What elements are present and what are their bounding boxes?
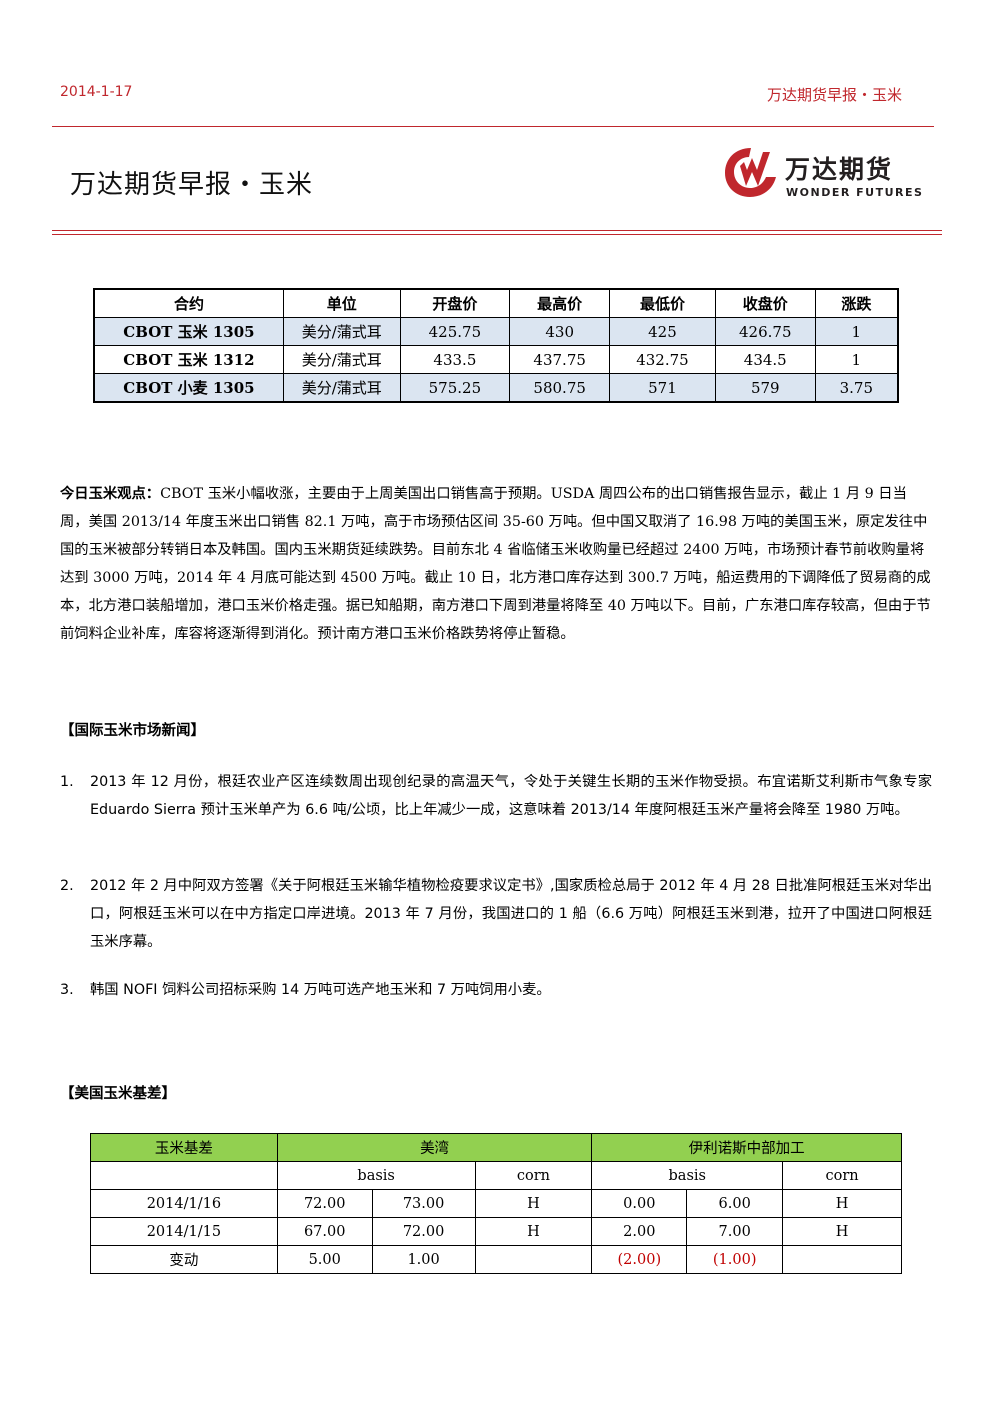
price-table: 合约 单位 开盘价 最高价 最低价 收盘价 涨跌 CBOT 玉米 1305 美分… xyxy=(93,288,899,403)
table-row: CBOT 玉米 1305 美分/蒲式耳 425.75 430 425 426.7… xyxy=(93,317,899,346)
market-view-body: CBOT 玉米小幅收涨，主要由于上周美国出口销售高于预期。USDA 周四公布的出… xyxy=(60,486,931,642)
table-cell: 变动 xyxy=(90,1245,278,1274)
news-item: 2. 2012 年 2 月中阿双方签署《关于阿根廷玉米输华植物检疫要求议定书》,… xyxy=(60,872,932,956)
news-item-number: 3. xyxy=(60,982,74,998)
table-header: 最高价 xyxy=(509,288,611,318)
table-cell: 美分/蒲式耳 xyxy=(282,345,401,374)
news-item-text: 韩国 NOFI 饲料公司招标采购 14 万吨可选产地玉米和 7 万吨饲用小麦。 xyxy=(90,982,551,998)
title-divider-top xyxy=(52,230,942,231)
basis-subheader-row: basis corn basis corn xyxy=(90,1161,902,1190)
table-cell: 432.75 xyxy=(609,345,716,374)
news-item-number: 2. xyxy=(60,878,74,894)
table-cell: 1.00 xyxy=(371,1245,476,1274)
table-cell: 67.00 xyxy=(276,1217,373,1246)
table-row: 2014/1/16 72.00 73.00 H 0.00 6.00 H xyxy=(90,1189,902,1218)
table-cell: CBOT 玉米 1305 xyxy=(93,317,284,346)
table-cell: 美分/蒲式耳 xyxy=(282,373,401,403)
news-item: 3. 韩国 NOFI 饲料公司招标采购 14 万吨可选产地玉米和 7 万吨饲用小… xyxy=(60,976,932,1004)
table-cell: 3.75 xyxy=(814,373,899,403)
table-cell: 6.00 xyxy=(686,1189,784,1218)
table-cell: 425 xyxy=(609,317,716,346)
title-divider-bottom xyxy=(52,234,942,235)
table-cell: 2.00 xyxy=(591,1217,688,1246)
price-table-header-row: 合约 单位 开盘价 最高价 最低价 收盘价 涨跌 xyxy=(93,288,899,318)
table-cell: 434.5 xyxy=(714,345,816,374)
table-cell: 美分/蒲式耳 xyxy=(282,317,401,346)
news-item-number: 1. xyxy=(60,774,74,790)
table-cell: 437.75 xyxy=(509,345,611,374)
table-cell xyxy=(474,1245,593,1274)
market-view-lead: 今日玉米观点： xyxy=(60,486,161,502)
logo-chinese-name: 万达期货 xyxy=(785,155,894,184)
table-row: 变动 5.00 1.00 (2.00) (1.00) xyxy=(90,1245,902,1274)
table-cell: 7.00 xyxy=(686,1217,784,1246)
table-cell: 72.00 xyxy=(276,1189,373,1218)
header-report-title: 万达期货早报・玉米 xyxy=(766,86,902,104)
table-cell: 1 xyxy=(814,317,899,346)
table-header: 涨跌 xyxy=(814,288,899,318)
table-cell: 2014/1/16 xyxy=(90,1189,278,1218)
news-section-heading: 【国际玉米市场新闻】 xyxy=(60,723,205,739)
table-cell: 5.00 xyxy=(276,1245,373,1274)
table-cell xyxy=(782,1245,902,1274)
table-header: basis xyxy=(591,1161,784,1190)
table-row: 2014/1/15 67.00 72.00 H 2.00 7.00 H xyxy=(90,1217,902,1246)
table-header: 开盘价 xyxy=(399,288,511,318)
table-header: 单位 xyxy=(282,288,401,318)
page-title: 万达期货早报・玉米 xyxy=(70,170,314,200)
report-date: 2014-1-17 xyxy=(60,84,133,100)
table-cell: 575.25 xyxy=(399,373,511,403)
table-cell: 2014/1/15 xyxy=(90,1217,278,1246)
table-cell: 580.75 xyxy=(509,373,611,403)
table-header: corn xyxy=(782,1161,902,1190)
table-cell: 571 xyxy=(609,373,716,403)
table-cell: CBOT 玉米 1312 xyxy=(93,345,284,374)
table-header: 玉米基差 xyxy=(90,1133,278,1162)
news-item: 1. 2013 年 12 月份，根廷农业产区连续数周出现创纪录的高温天气，令处于… xyxy=(60,768,932,824)
basis-section-heading: 【美国玉米基差】 xyxy=(60,1086,176,1102)
table-cell: 426.75 xyxy=(714,317,816,346)
table-header: corn xyxy=(474,1161,593,1190)
basis-table: 玉米基差 美湾 伊利诺斯中部加工 basis corn basis corn 2… xyxy=(90,1133,902,1274)
news-item-text: 2013 年 12 月份，根廷农业产区连续数周出现创纪录的高温天气，令处于关键生… xyxy=(90,774,932,818)
table-cell xyxy=(90,1161,278,1190)
basis-header-row: 玉米基差 美湾 伊利诺斯中部加工 xyxy=(90,1133,902,1162)
table-cell: H xyxy=(782,1217,902,1246)
table-cell: 1 xyxy=(814,345,899,374)
table-cell: 433.5 xyxy=(399,345,511,374)
table-cell: 73.00 xyxy=(371,1189,476,1218)
table-cell: H xyxy=(474,1217,593,1246)
table-cell: H xyxy=(474,1189,593,1218)
table-row: CBOT 小麦 1305 美分/蒲式耳 575.25 580.75 571 57… xyxy=(93,373,899,403)
wonder-futures-logo-icon xyxy=(725,148,776,197)
header-divider xyxy=(52,126,934,127)
market-view-paragraph: 今日玉米观点：CBOT 玉米小幅收涨，主要由于上周美国出口销售高于预期。USDA… xyxy=(60,480,932,648)
table-cell: CBOT 小麦 1305 xyxy=(93,373,284,403)
table-cell-negative: (2.00) xyxy=(591,1245,688,1274)
table-cell: 579 xyxy=(714,373,816,403)
table-cell: H xyxy=(782,1189,902,1218)
logo-english-name: WONDER FUTURES xyxy=(786,186,924,199)
table-cell: 430 xyxy=(509,317,611,346)
news-item-text: 2012 年 2 月中阿双方签署《关于阿根廷玉米输华植物检疫要求议定书》,国家质… xyxy=(90,878,932,950)
table-row: CBOT 玉米 1312 美分/蒲式耳 433.5 437.75 432.75 … xyxy=(93,345,899,374)
table-header: 合约 xyxy=(93,288,284,318)
table-cell-negative: (1.00) xyxy=(686,1245,784,1274)
table-header: 美湾 xyxy=(276,1133,593,1162)
table-header: 伊利诺斯中部加工 xyxy=(591,1133,902,1162)
table-cell: 425.75 xyxy=(399,317,511,346)
table-cell: 0.00 xyxy=(591,1189,688,1218)
table-header: basis xyxy=(276,1161,476,1190)
table-header: 收盘价 xyxy=(714,288,816,318)
table-header: 最低价 xyxy=(609,288,716,318)
table-cell: 72.00 xyxy=(371,1217,476,1246)
